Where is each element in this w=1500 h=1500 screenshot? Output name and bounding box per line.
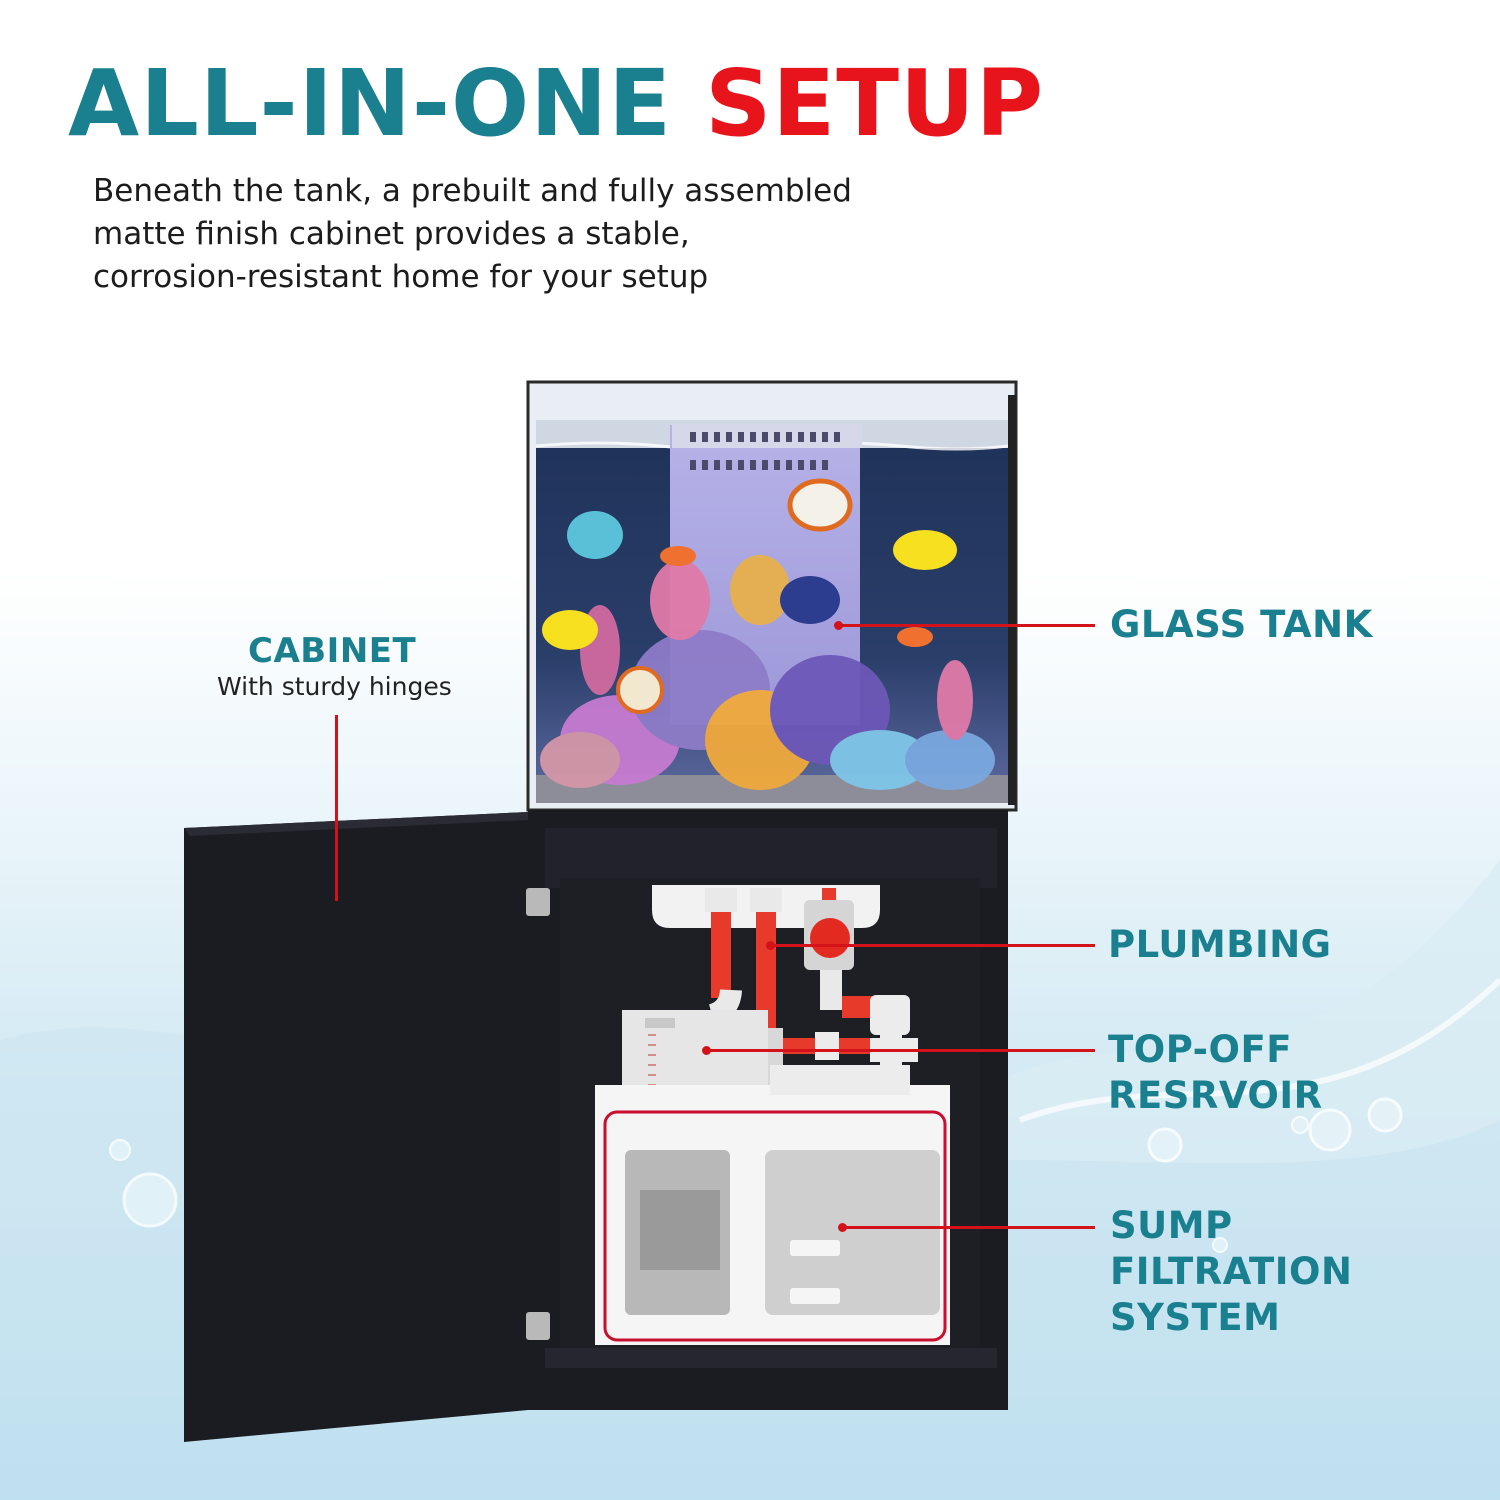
callout-glass-tank: GLASS TANK bbox=[1110, 603, 1373, 646]
leader-line-top-off bbox=[706, 1049, 1095, 1052]
glass-tank bbox=[526, 380, 1018, 812]
subtitle-line2: matte finish cabinet provides a stable, bbox=[93, 216, 690, 252]
headline: ALL-IN-ONE SETUP bbox=[68, 58, 1044, 150]
leader-line-sump bbox=[842, 1226, 1095, 1229]
callout-top-off-line1: TOP-OFF bbox=[1108, 1028, 1293, 1071]
callout-sump-line1: SUMP bbox=[1110, 1204, 1233, 1247]
callout-top-off-line2: RESRVOIR bbox=[1108, 1074, 1323, 1117]
leader-dot-sump bbox=[838, 1223, 847, 1232]
headline-part1: ALL-IN-ONE bbox=[68, 50, 673, 157]
subtitle-line3: corrosion-resistant home for your setup bbox=[93, 259, 709, 295]
leader-dot-top-off bbox=[702, 1046, 711, 1055]
leader-line-glass-tank bbox=[840, 624, 1095, 627]
callout-sump: SUMP FILTRATION SYSTEM bbox=[1110, 1203, 1352, 1341]
headline-part2: SETUP bbox=[705, 50, 1045, 157]
callout-top-off: TOP-OFF RESRVOIR bbox=[1108, 1027, 1323, 1119]
leader-dot-glass-tank bbox=[834, 621, 843, 630]
cabinet-door bbox=[184, 812, 550, 1442]
callout-plumbing: PLUMBING bbox=[1108, 923, 1332, 966]
callout-cabinet-title: CABINET bbox=[248, 631, 417, 671]
leader-line-plumbing bbox=[770, 944, 1095, 947]
leader-dot-plumbing bbox=[766, 941, 775, 950]
callout-cabinet-subtitle: With sturdy hinges bbox=[217, 672, 452, 701]
sump-filtration-system bbox=[595, 1065, 950, 1345]
callout-sump-line3: SYSTEM bbox=[1110, 1296, 1281, 1339]
subtitle: Beneath the tank, a prebuilt and fully a… bbox=[93, 170, 973, 299]
callout-sump-line2: FILTRATION bbox=[1110, 1250, 1353, 1293]
leader-line-cabinet bbox=[335, 715, 338, 901]
subtitle-line1: Beneath the tank, a prebuilt and fully a… bbox=[93, 173, 852, 209]
